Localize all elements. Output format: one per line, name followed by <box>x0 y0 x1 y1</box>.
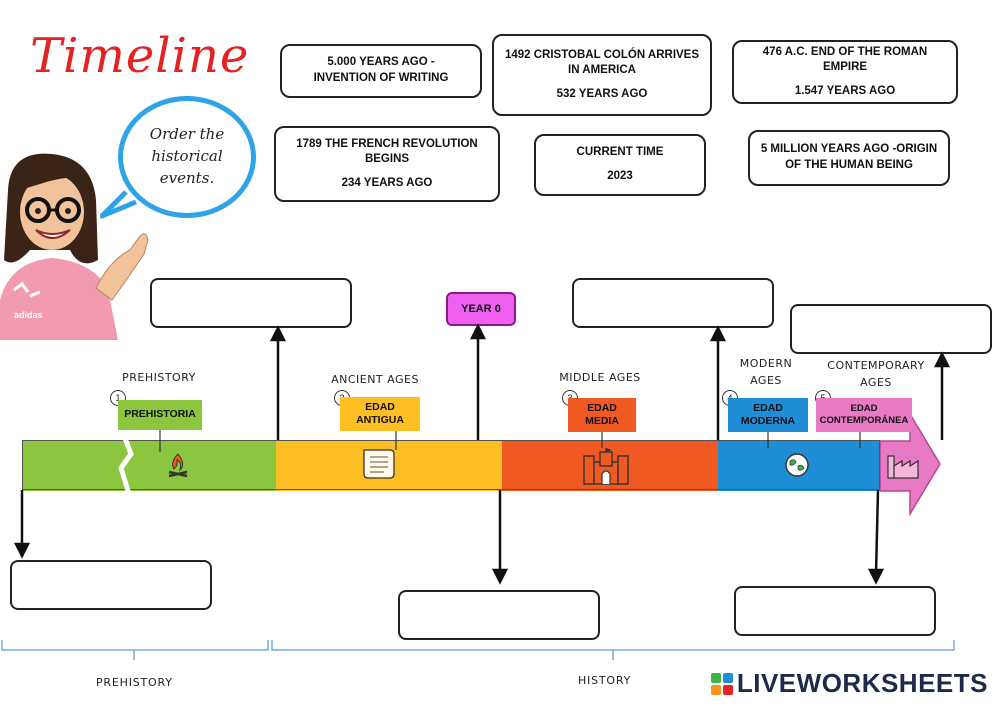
drop-zone-3[interactable] <box>790 304 992 354</box>
event-years-ago: 234 YEARS AGO <box>341 176 433 189</box>
event-year: 2023 <box>607 170 633 182</box>
timeline-outline <box>22 440 880 490</box>
event-text: 476 A.C. END OF THE ROMAN EMPIRE <box>762 45 928 74</box>
drop-zone-4[interactable] <box>10 560 212 610</box>
event-card-current-time[interactable]: CURRENT TIME 2023 <box>534 134 706 196</box>
svg-text:adidas: adidas <box>14 310 43 320</box>
brand-logo: LIVEWORKSHEETS <box>710 668 988 699</box>
event-years-ago: 1.547 YEARS AGO <box>794 84 896 97</box>
castle-icon <box>583 448 629 485</box>
drop-zone-5[interactable] <box>398 590 600 640</box>
brand-name: LIVEWORKSHEETS <box>736 668 988 698</box>
footer-history-label: HISTORY <box>578 674 632 687</box>
bubble-line: historical <box>151 147 223 166</box>
band-prehistory <box>22 441 276 491</box>
page-title: Timeline <box>30 28 250 84</box>
event-text: INVENTION OF WRITING <box>313 72 449 84</box>
speech-bubble: Order the historical events. <box>118 96 256 218</box>
globe-icon <box>785 453 809 477</box>
era-tag-prehistoria: PREHISTORIA <box>118 400 202 430</box>
era-label-ancient: ANCIENT AGES <box>331 373 419 386</box>
event-years-ago: 532 YEARS AGO <box>556 87 648 100</box>
era-label-middle: MIDDLE AGES <box>559 371 641 384</box>
brand-logo-icon <box>710 672 733 695</box>
campfire-icon <box>168 453 188 478</box>
bubble-line: Order the <box>149 125 225 144</box>
event-text: 5.000 YEARS AGO - <box>327 56 435 69</box>
event-text: 5 MILLION YEARS AGO -ORIGIN <box>760 143 938 156</box>
event-card-roman-empire[interactable]: 476 A.C. END OF THE ROMAN EMPIRE 1.547 Y… <box>732 40 958 104</box>
event-text: 1492 CRISTOBAL COLÓN ARRIVES <box>504 48 700 61</box>
timeline-break <box>118 438 134 494</box>
year-zero-marker: YEAR 0 <box>446 292 516 326</box>
event-text: IN AMERICA <box>568 64 636 77</box>
event-card-colon[interactable]: 1492 CRISTOBAL COLÓN ARRIVES IN AMERICA … <box>492 34 712 116</box>
event-text: BEGINS <box>364 153 410 166</box>
drop-zone-2[interactable] <box>572 278 774 328</box>
bubble-line: events. <box>159 168 215 187</box>
event-card-french-revolution[interactable]: 1789 THE FRENCH REVOLUTION BEGINS 234 YE… <box>274 126 500 202</box>
scroll-icon <box>363 449 395 479</box>
footer-prehistory-label: PREHISTORY <box>96 676 173 689</box>
event-text: OF THE HUMAN BEING <box>785 159 913 171</box>
event-card-human-origin[interactable]: 5 MILLION YEARS AGO -ORIGIN OF THE HUMAN… <box>748 130 950 186</box>
drop-zone-1[interactable] <box>150 278 352 328</box>
bubble-tail <box>100 190 137 219</box>
drop-zone-6[interactable] <box>734 586 936 636</box>
era-label-prehistory: PREHISTORY <box>122 371 196 384</box>
event-text: 1789 THE FRENCH REVOLUTION <box>296 137 478 150</box>
teacher-avatar: adidas <box>0 153 149 340</box>
event-card-writing[interactable]: 5.000 YEARS AGO - INVENTION OF WRITING <box>280 44 482 98</box>
event-text: CURRENT TIME <box>576 146 664 159</box>
factory-icon <box>887 455 919 479</box>
